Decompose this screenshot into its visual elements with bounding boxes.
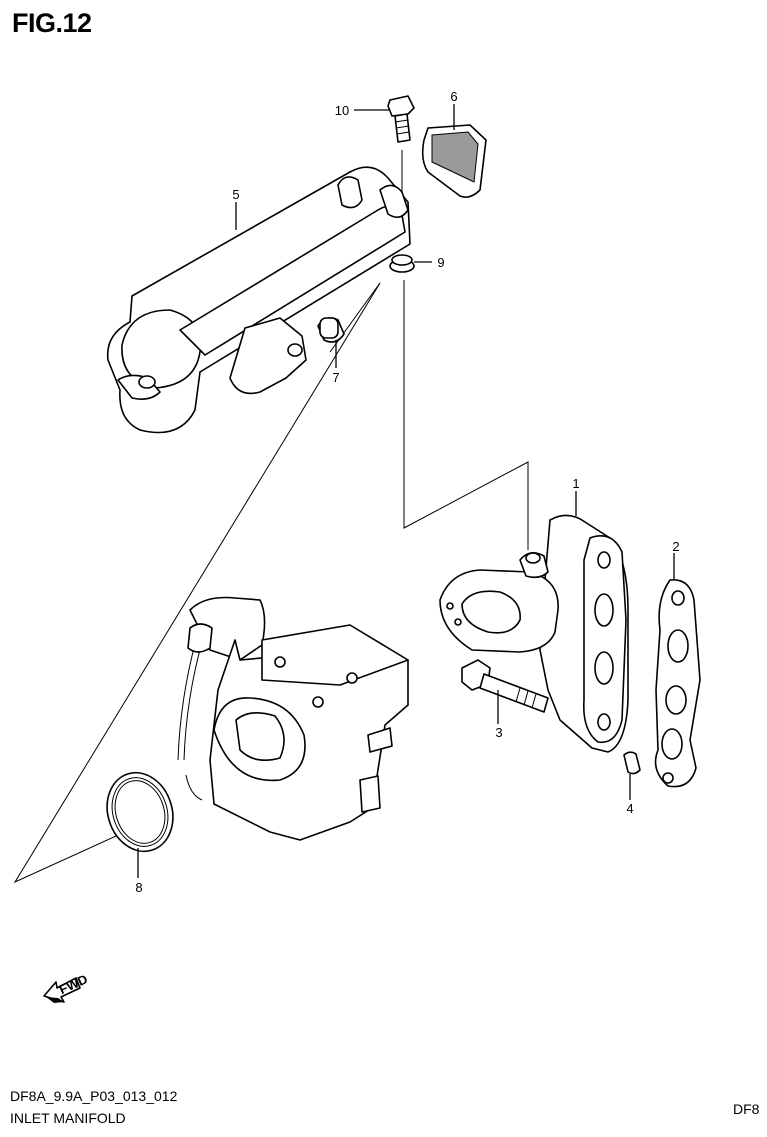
dowel-pin-drawing [623, 751, 641, 775]
part-label-4: 4 [626, 801, 633, 816]
inlet-manifold-drawing [439, 514, 629, 753]
page-cut-label: DF8 [733, 1101, 760, 1117]
forward-arrow-icon: FWD [43, 971, 90, 1003]
part-label-10: 10 [335, 103, 349, 118]
part-label-8: 8 [135, 880, 142, 895]
manifold-gasket-drawing [654, 579, 701, 788]
part-label-1: 1 [572, 476, 579, 491]
part-label-6: 6 [450, 89, 457, 104]
intake-silencer-case-drawing [106, 166, 411, 434]
figure-name: INLET MANIFOLD [10, 1110, 126, 1126]
part-number-labels: 1 2 3 4 5 6 7 8 9 10 [135, 89, 679, 895]
carburetor-drawing [177, 596, 409, 841]
silencer-screen-drawing [421, 124, 487, 198]
part-number-leaders [137, 104, 675, 878]
figure-code: DF8A_9.9A_P03_013_012 [10, 1088, 178, 1104]
figure-title: FIG.12 [12, 8, 92, 38]
grommet-drawing [389, 254, 415, 273]
bolt-drawing-10 [387, 95, 415, 143]
bolt-drawing-3 [461, 659, 549, 713]
silencer-plug-drawing [319, 317, 339, 339]
carburetor-o-ring-drawing [106, 771, 174, 853]
part-label-3: 3 [495, 725, 502, 740]
part-label-5: 5 [232, 187, 239, 202]
part-label-2: 2 [672, 539, 679, 554]
part-label-9: 9 [437, 255, 444, 270]
forward-arrow-text: FWD [57, 971, 90, 997]
part-label-7: 7 [332, 370, 339, 385]
